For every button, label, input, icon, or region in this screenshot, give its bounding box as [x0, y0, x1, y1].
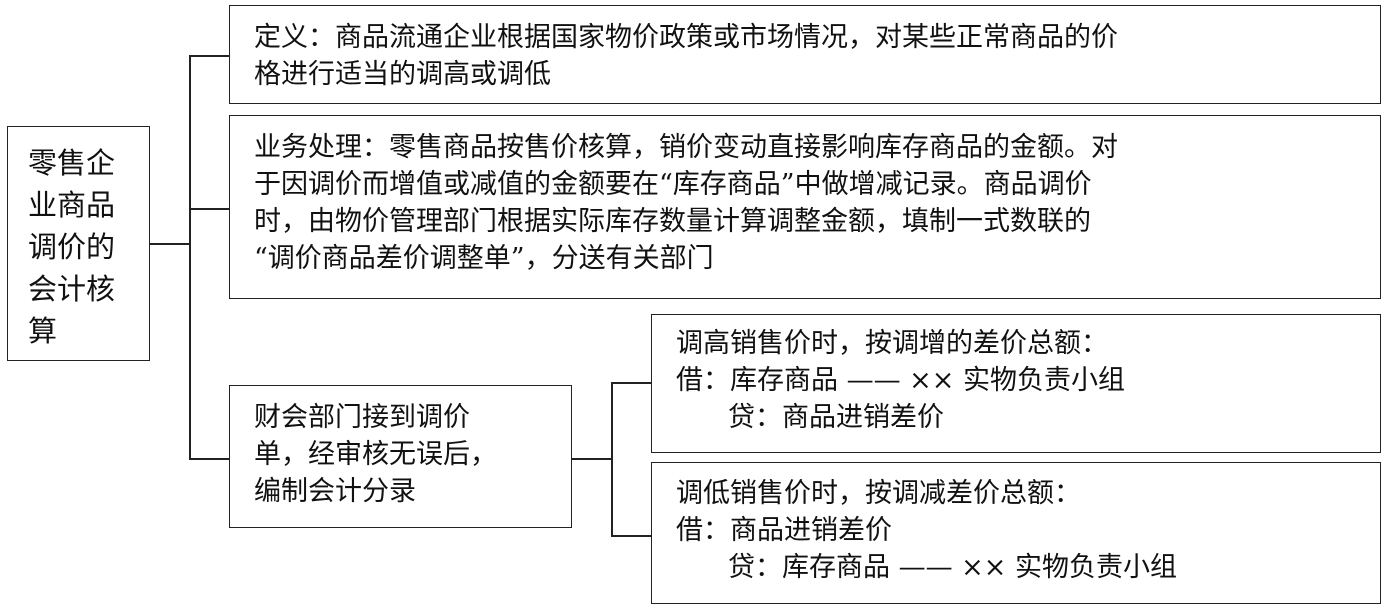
root-text: 零售企: [28, 146, 116, 180]
finance-text: 财会部门接到调价: [254, 402, 470, 433]
decrease-debit: 借：商品进销差价: [676, 515, 892, 546]
increase-credit: 贷：商品进销差价: [728, 402, 944, 433]
root-node: 零售企 业商品 调价的 会计核 算: [7, 126, 150, 361]
business-text: 时，由物价管理部门根据实际库存数量计算调整金额，填制一式数联的: [254, 206, 1091, 237]
connector: [611, 535, 651, 537]
connector: [189, 55, 229, 57]
finance-text: 编制会计分录: [254, 476, 416, 507]
decrease-text: 调低销售价时，按调减差价总额：: [676, 478, 1081, 509]
definition-text: 格进行适当的调高或调低: [254, 59, 551, 90]
decrease-node: 调低销售价时，按调减差价总额： 借：商品进销差价 贷：库存商品 —— ×× 实物…: [651, 462, 1381, 604]
increase-text: 调高销售价时，按调增的差价总额：: [676, 328, 1108, 359]
connector: [571, 458, 611, 460]
connector: [611, 382, 613, 536]
definition-text: 定义：商品流通企业根据国家物价政策或市场情况，对某些正常商品的价: [254, 22, 1118, 53]
connector: [149, 243, 189, 245]
connector: [189, 208, 229, 210]
business-text: “调价商品差价调整单”，分送有关部门: [254, 243, 714, 274]
root-text: 调价的: [28, 230, 116, 264]
connector: [611, 382, 651, 384]
root-text: 业商品: [28, 188, 116, 222]
business-text: 业务处理：零售商品按售价核算，销价变动直接影响库存商品的金额。对: [254, 132, 1118, 163]
increase-debit: 借：库存商品 —— ×× 实物负责小组: [676, 365, 1125, 396]
connector: [189, 458, 229, 460]
decrease-credit: 贷：库存商品 —— ×× 实物负责小组: [728, 552, 1177, 583]
finance-text: 单，经审核无误后，: [254, 439, 497, 470]
increase-node: 调高销售价时，按调增的差价总额： 借：库存商品 —— ×× 实物负责小组 贷：商…: [651, 314, 1381, 453]
finance-node: 财会部门接到调价 单，经审核无误后， 编制会计分录: [229, 385, 572, 528]
connector: [189, 55, 191, 459]
business-text: 于因调价而增值或减值的金额要在“库存商品”中做增减记录。商品调价: [254, 169, 1092, 200]
root-text: 会计核: [28, 272, 116, 306]
root-text: 算: [28, 314, 58, 348]
definition-node: 定义：商品流通企业根据国家物价政策或市场情况，对某些正常商品的价 格进行适当的调…: [229, 5, 1381, 104]
business-node: 业务处理：零售商品按售价核算，销价变动直接影响库存商品的金额。对 于因调价而增值…: [229, 115, 1381, 299]
